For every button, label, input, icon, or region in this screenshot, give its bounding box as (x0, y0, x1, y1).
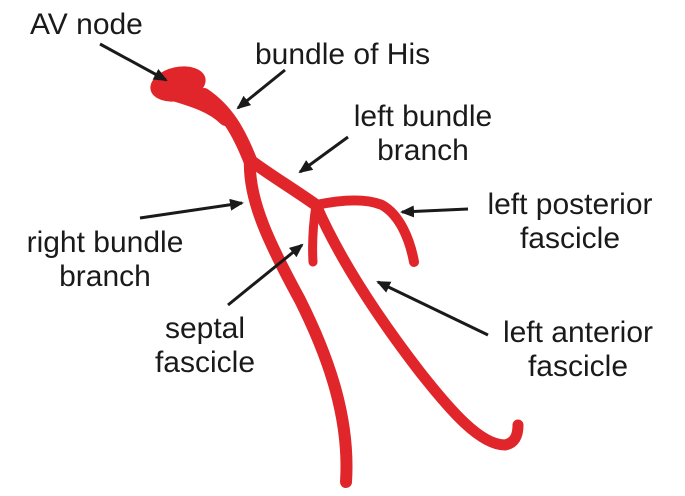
arrow-right-bundle-branch (140, 203, 242, 218)
arrow-left-anterior-fascicle (378, 282, 488, 335)
arrow-left-posterior-fascicle (402, 209, 468, 212)
label-left-bundle-branch: left bundle branch (338, 100, 508, 168)
label-left-anterior-fascicle: left anterior fascicle (478, 316, 678, 384)
arrow-av-node (100, 44, 166, 80)
label-bundle-of-his: bundle of His (255, 38, 430, 72)
label-av-node: AV node (30, 8, 143, 42)
arrow-bundle-of-his (238, 70, 285, 108)
label-septal-fascicle: septal fascicle (140, 312, 270, 380)
label-right-bundle-branch: right bundle branch (8, 226, 202, 294)
label-left-posterior-fascicle: left posterior fascicle (465, 188, 675, 256)
septal-fascicle-shape (313, 205, 316, 262)
